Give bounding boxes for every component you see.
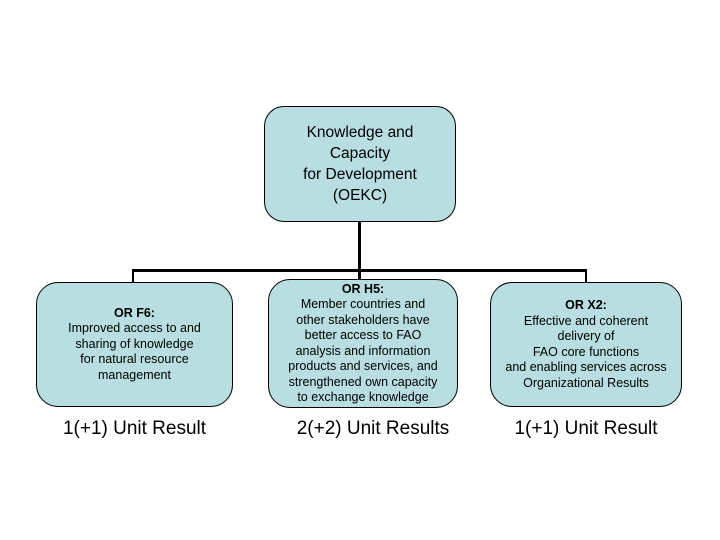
node-text-line: products and services, and [288,359,438,373]
node-text-line: Member countries and [300,297,426,311]
node-text-line: other stakeholders have [296,312,430,327]
node-box-or-x2: OR X2: Effective and coherent delivery o… [490,282,682,407]
unit-result-label-x2: 1(+1) Unit Result [514,418,658,439]
node-box-or-h5: OR H5: Member countries and other stakeh… [268,279,458,408]
root-node-box-oekc: Knowledge and Capacity for Development (… [264,106,456,222]
root-node-text-line: Capacity [329,145,391,162]
root-node-text-line: Knowledge and [306,124,414,141]
connector-stub-left [132,269,134,283]
node-title: OR F6: [114,305,155,320]
node-text-line: and enabling services across [505,360,667,374]
root-node-text-line: for Development [303,166,417,183]
node-box-or-f6: OR F6: Improved access to and sharing of… [36,282,233,407]
node-text-line: Effective and coherent [523,313,649,328]
node-text-line: strengthened own capacity [288,374,438,389]
connector-stub-right [585,269,587,283]
node-text-line: better access to FAO [304,328,422,342]
node-text-line: for natural resource [80,352,189,367]
connector-horizontal [132,269,587,272]
node-title: OR X2: [565,298,607,312]
unit-result-label-f6: 1(+1) Unit Result [62,418,207,439]
node-title: OR H5: [341,281,385,296]
node-text-line: Improved access to and [68,321,201,336]
node-text-line: analysis and information [295,343,431,358]
connector-vertical-center [358,222,361,281]
root-node-text-line: (OEKC) [332,187,388,204]
node-text-line: to exchange knowledge [297,390,429,404]
node-text-line: management [98,367,171,382]
unit-result-label-h5: 2(+2) Unit Results [296,418,450,439]
node-text-line: delivery of [557,329,615,343]
node-text-line: sharing of knowledge [75,336,194,351]
node-text-line: Organizational Results [523,375,649,390]
node-text-line: FAO core functions [532,344,640,359]
